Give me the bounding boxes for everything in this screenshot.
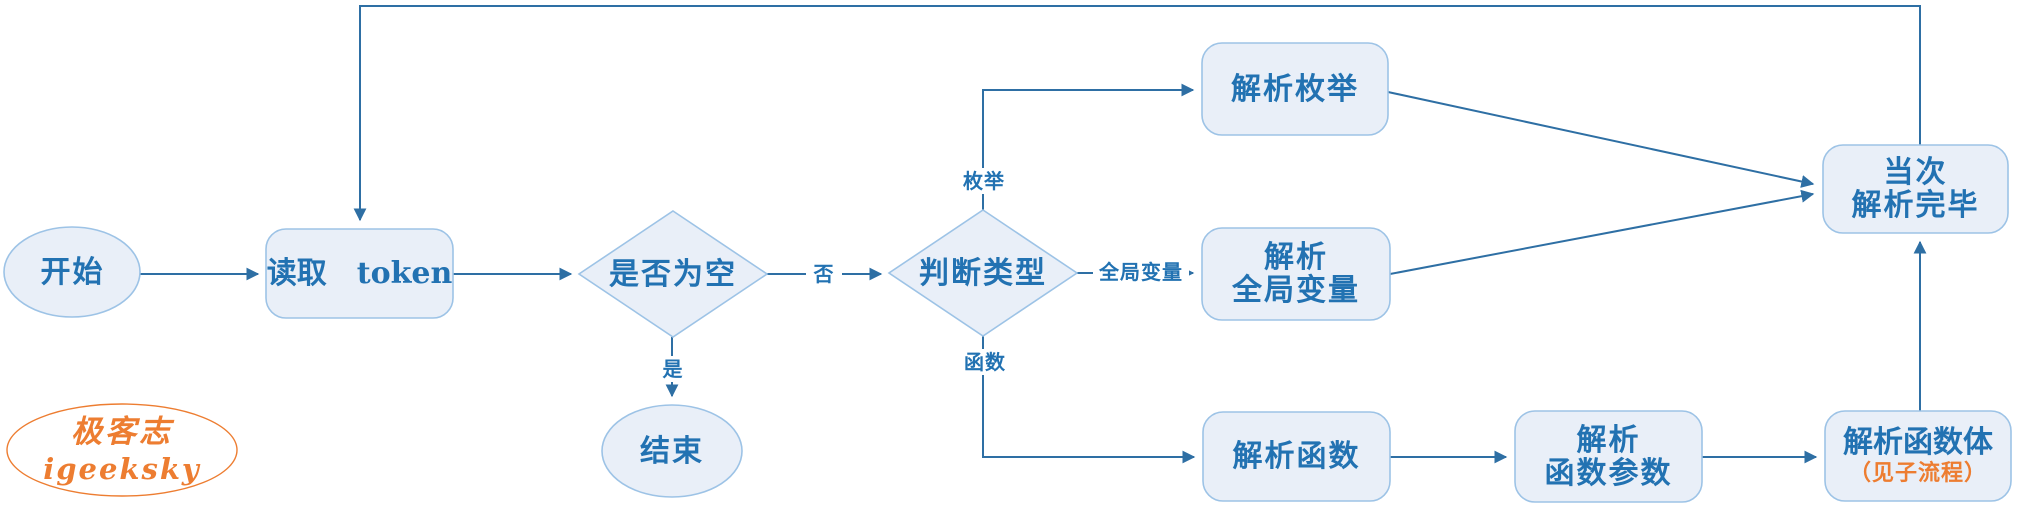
- edge-label-enum: 枚举: [950, 168, 1018, 194]
- node-parse-body-label: 解析函数体 （见子流程）: [1825, 411, 2011, 501]
- node-judge-type-label: 判断类型: [919, 255, 1047, 291]
- node-parse-body-line1: 解析函数体: [1843, 424, 1993, 460]
- node-parse-params-line1: 解析: [1576, 422, 1641, 458]
- node-parse-function-label: 解析函数: [1232, 439, 1361, 474]
- node-start-label: 开始: [40, 254, 105, 290]
- node-parse-global-shape: [1201, 227, 1391, 321]
- node-is-empty-shape: [577, 210, 769, 338]
- node-is-empty-label: 是否为空: [609, 256, 737, 292]
- edge-parse-done-loop-to-read-token: [353, 5, 1921, 222]
- node-read-token-shape: [265, 228, 454, 319]
- watermark: 极客志 igeeksky: [7, 404, 237, 496]
- node-parse-enum-label: 解析枚举: [1231, 71, 1359, 107]
- node-parse-enum-shape: [1201, 42, 1389, 136]
- node-parse-function-shape: [1202, 411, 1391, 502]
- edge-label-function: 函数: [951, 349, 1019, 375]
- node-parse-body-shape: [1824, 410, 2012, 502]
- node-end-label: 结束: [640, 433, 704, 469]
- edge-label-yes: 是: [655, 356, 691, 382]
- node-parse-done-line1: 当次: [1883, 155, 1948, 190]
- edge-parse-enum-to-parse-done: [1387, 91, 1815, 188]
- edge-label-global-var: 全局变量: [1093, 259, 1189, 285]
- edge-judge-type-function-to-parse-function: [982, 336, 1196, 464]
- node-parse-done-line2: 解析完毕: [1851, 188, 1980, 223]
- node-parse-params-shape: [1514, 410, 1703, 503]
- node-read-token-label: 读取 token: [266, 256, 453, 291]
- node-end-shape: [601, 404, 743, 498]
- node-parse-params-line2: 函数参数: [1544, 455, 1673, 491]
- node-parse-global-line2: 全局变量: [1232, 273, 1360, 308]
- node-parse-params-label: 解析 函数参数: [1515, 411, 1702, 502]
- node-start-shape: [3, 226, 141, 318]
- node-parse-body-line2: （见子流程）: [1848, 459, 1987, 486]
- watermark-ellipse: [6, 403, 238, 497]
- edge-parse-global-to-parse-done: [1389, 189, 1815, 275]
- node-parse-done-label: 当次 解析完毕: [1823, 145, 2008, 233]
- watermark-line2: igeeksky: [43, 452, 201, 486]
- node-judge-type-shape: [887, 209, 1079, 337]
- edge-label-no: 否: [806, 261, 842, 287]
- node-parse-global-line1: 解析: [1264, 240, 1328, 275]
- node-parse-done-shape: [1822, 144, 2009, 234]
- watermark-line1: 极客志: [71, 414, 173, 450]
- node-parse-global-label: 解析 全局变量: [1202, 228, 1390, 320]
